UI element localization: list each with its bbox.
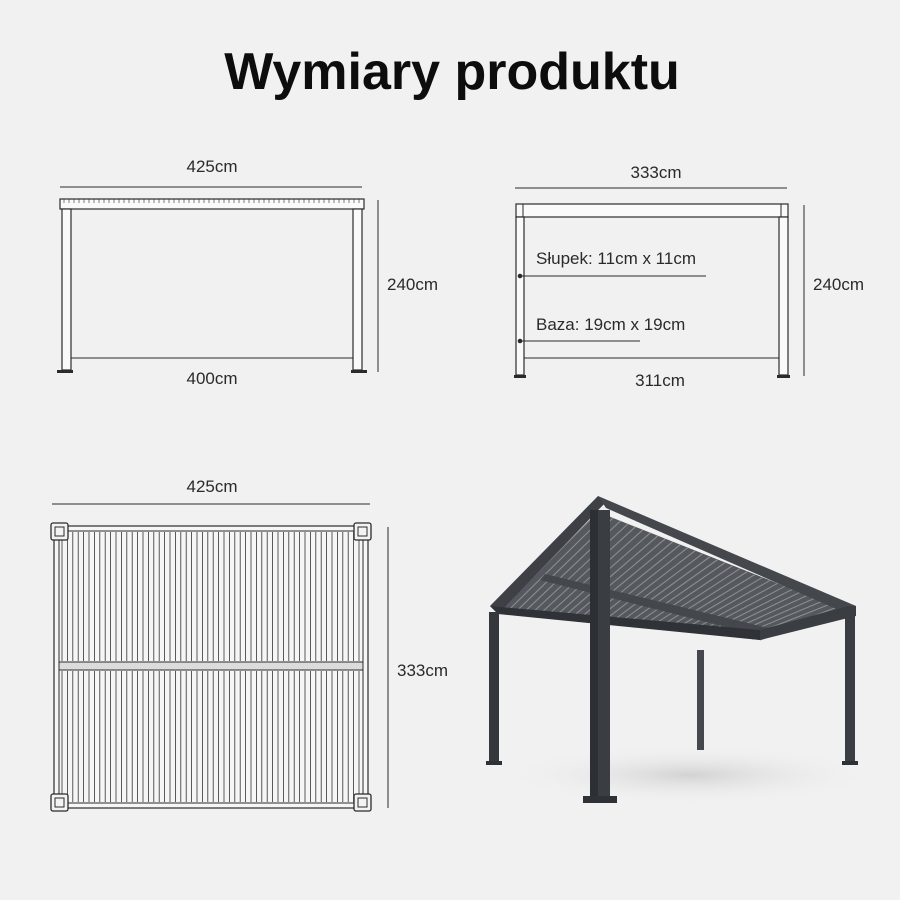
top-view: 425cm 333cm bbox=[50, 477, 448, 812]
side-right-base bbox=[777, 375, 790, 378]
pergola-louver bbox=[531, 523, 629, 615]
pergola-louver bbox=[609, 553, 704, 624]
side-bottom-width-label: 311cm bbox=[635, 371, 685, 390]
pergola-louver bbox=[641, 565, 734, 627]
front-bottom-width-label: 400cm bbox=[186, 369, 237, 388]
pergola-louver bbox=[696, 585, 786, 634]
pergola-louver bbox=[657, 570, 748, 629]
side-roof-beam bbox=[515, 203, 789, 218]
pergola-back-post bbox=[697, 650, 704, 750]
side-view: 333cm Słupek: 11cm x 11cm Baza: 19cm x 1… bbox=[514, 163, 864, 390]
pergola-louver bbox=[594, 547, 689, 622]
pergola-louver bbox=[704, 588, 793, 635]
pergola-3d-render bbox=[486, 496, 880, 805]
side-right-post bbox=[778, 216, 789, 376]
top-louvers bbox=[61, 532, 360, 802]
pergola-right-post bbox=[845, 612, 855, 764]
top-middle-beam bbox=[58, 661, 364, 671]
pergola-left-post bbox=[489, 612, 499, 764]
front-louver-ticks bbox=[63, 199, 360, 203]
post-dimension-label: Słupek: 11cm x 11cm bbox=[536, 249, 696, 268]
front-right-base bbox=[351, 370, 367, 373]
pergola-louver bbox=[673, 576, 763, 631]
side-height-label: 240cm bbox=[813, 275, 864, 294]
front-left-base bbox=[57, 370, 73, 373]
pergola-louver bbox=[688, 582, 778, 633]
page-title: Wymiary produktu bbox=[224, 43, 680, 101]
ground-shadow bbox=[500, 745, 880, 805]
pergola-louver bbox=[625, 559, 719, 625]
front-top-width-label: 425cm bbox=[186, 157, 237, 176]
top-depth-label: 333cm bbox=[397, 661, 448, 680]
pergola-louver bbox=[562, 535, 659, 618]
pergola-louver bbox=[570, 538, 666, 619]
pergola-louver bbox=[649, 567, 741, 628]
front-roof-beam bbox=[59, 198, 365, 210]
pergola-louver bbox=[539, 526, 636, 615]
base-dimension-label: Baza: 19cm x 19cm bbox=[536, 315, 685, 334]
front-view: 425cm 240cm 400cm bbox=[57, 157, 438, 388]
top-width-label: 425cm bbox=[186, 477, 237, 496]
side-left-base bbox=[514, 375, 526, 378]
pergola-louver bbox=[633, 562, 726, 626]
front-height-label: 240cm bbox=[387, 275, 438, 294]
side-left-post bbox=[515, 216, 525, 376]
front-right-post bbox=[352, 208, 363, 371]
pergola-louver bbox=[617, 556, 711, 625]
top-corner-posts bbox=[50, 522, 372, 812]
pergola-louver bbox=[507, 514, 606, 612]
pergola-louver bbox=[665, 573, 756, 630]
pergola-front-base bbox=[583, 796, 617, 803]
front-left-post bbox=[61, 208, 72, 371]
pergola-louver bbox=[680, 579, 771, 632]
pergola-louver bbox=[602, 550, 696, 623]
side-top-width-label: 333cm bbox=[630, 163, 681, 182]
